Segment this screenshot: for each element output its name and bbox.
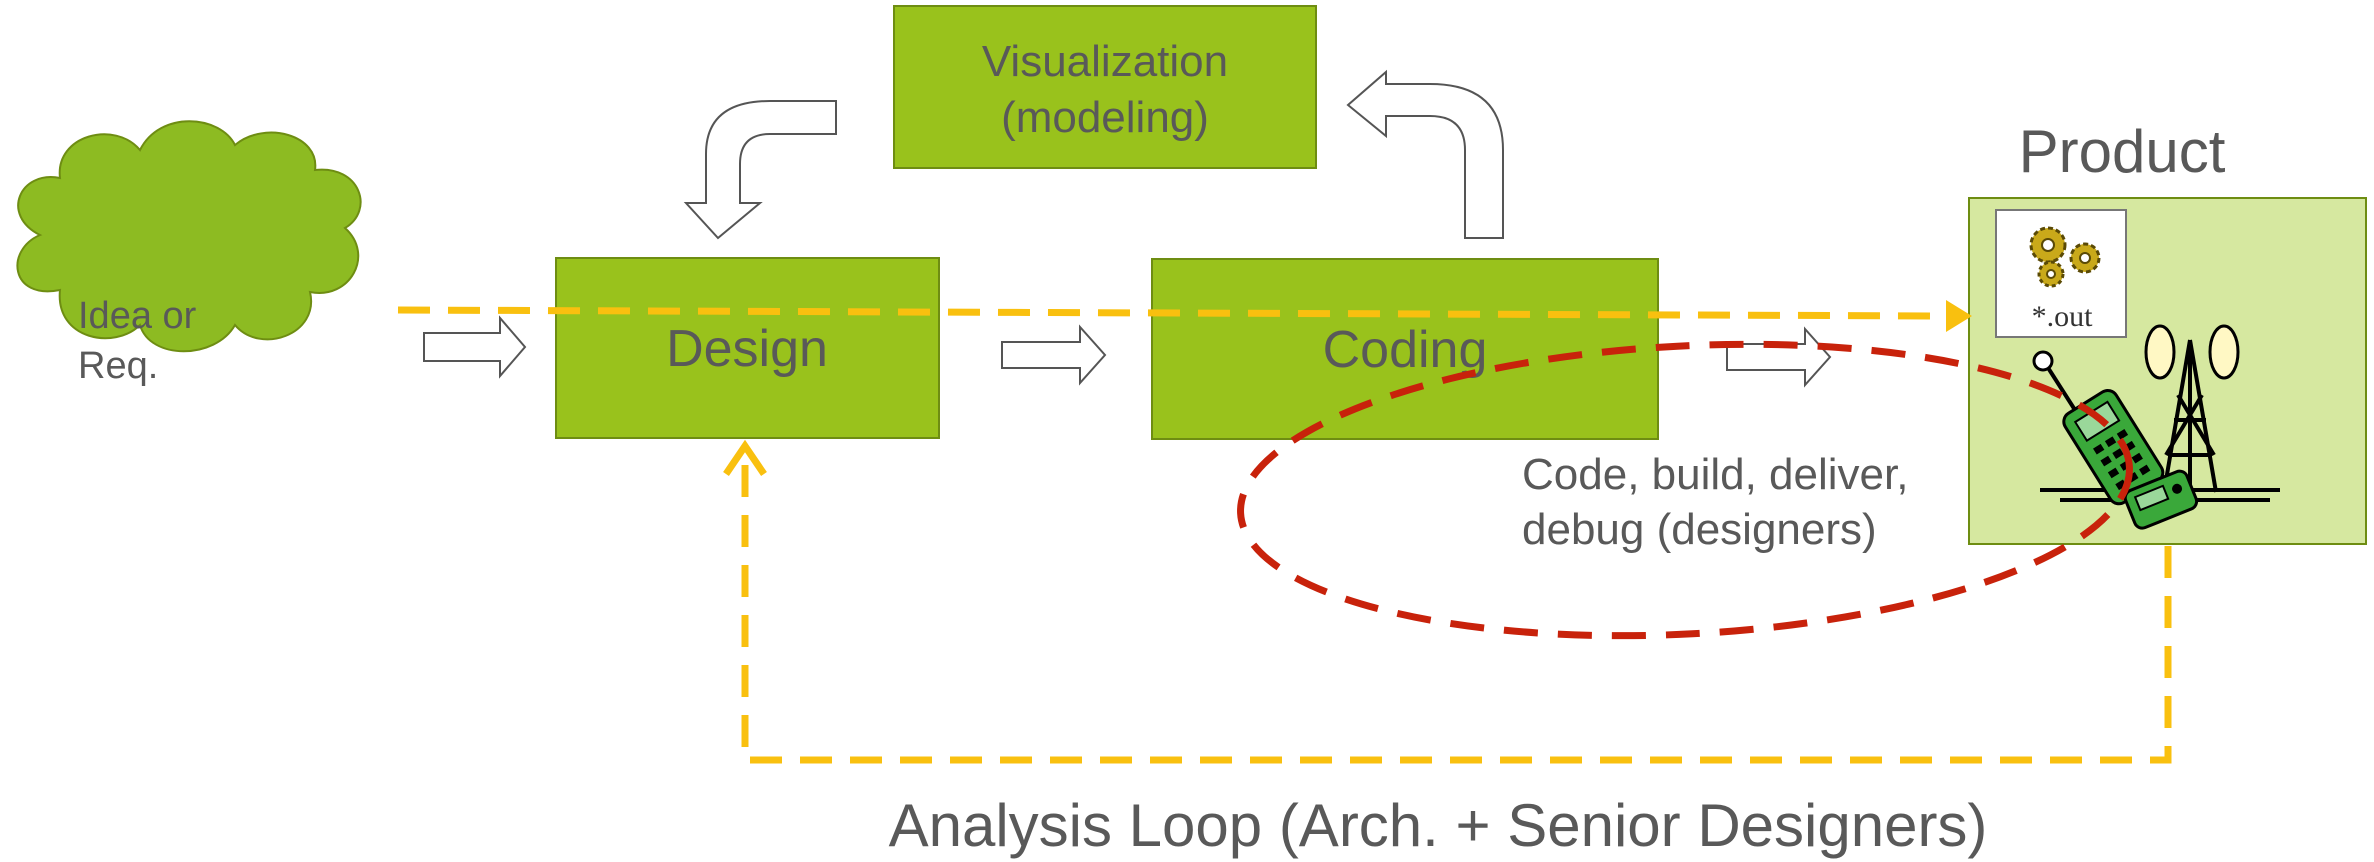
visualization-box: Visualization (modeling) bbox=[893, 5, 1317, 169]
curved-arrow-up-left bbox=[1346, 69, 1504, 239]
arrow-coding-to-product bbox=[1726, 326, 1832, 388]
phone-icon bbox=[2032, 350, 2165, 506]
coding-box: Coding bbox=[1151, 258, 1659, 440]
inner-loop-ellipse bbox=[1237, 340, 2133, 640]
inner-loop-label-line2: debug (designers) bbox=[1522, 505, 1877, 554]
design-box: Design bbox=[555, 257, 940, 439]
forward-path-arrow bbox=[397, 300, 1972, 332]
artifact-label: *.out bbox=[2032, 300, 2094, 333]
gears-icon bbox=[2029, 226, 2101, 288]
analysis-loop-arrow bbox=[723, 439, 2172, 764]
idea-label-line1: Idea or bbox=[78, 295, 197, 337]
arrow-design-to-coding bbox=[1001, 324, 1107, 386]
inner-loop-label-line1: Code, build, deliver, bbox=[1522, 450, 1908, 499]
design-label: Design bbox=[666, 320, 828, 378]
visualization-label-line2: (modeling) bbox=[1001, 93, 1209, 142]
coding-label: Coding bbox=[1323, 321, 1488, 379]
artifact-box: *.out bbox=[1995, 209, 2127, 338]
idea-cloud: Idea or Req. bbox=[16, 120, 362, 387]
analysis-loop-label: Analysis Loop (Arch. + Senior Designers) bbox=[889, 792, 1988, 859]
visualization-label-line1: Visualization bbox=[982, 37, 1228, 86]
idea-label-line2: Req. bbox=[78, 345, 158, 387]
antenna-tower-icon bbox=[2040, 324, 2280, 502]
arrow-idea-to-design bbox=[423, 315, 527, 379]
pager-icon bbox=[2123, 469, 2199, 530]
cloud-shape bbox=[16, 120, 362, 353]
product-box: *.out bbox=[1968, 197, 2367, 545]
curved-arrow-down-left bbox=[683, 100, 837, 240]
product-title: Product bbox=[2019, 118, 2226, 185]
